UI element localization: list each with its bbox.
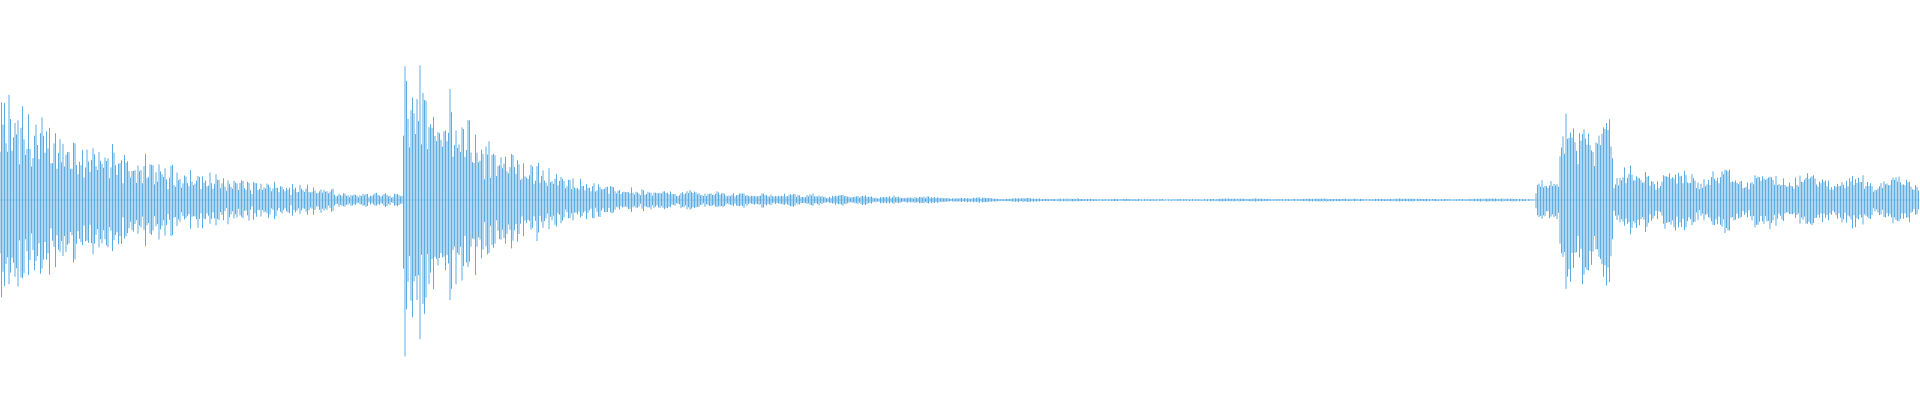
waveform-bars — [0, 65, 1920, 357]
waveform-trace — [0, 65, 1919, 357]
